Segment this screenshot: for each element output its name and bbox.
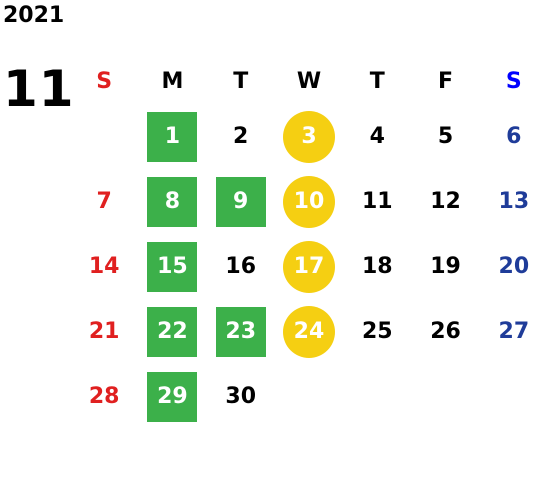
day-cell[interactable]: 4 — [343, 104, 411, 169]
day-number: 17 — [293, 254, 325, 279]
day-number: 30 — [225, 384, 257, 409]
day-number: 8 — [164, 189, 181, 214]
day-cell[interactable]: 6 — [480, 104, 548, 169]
day-number: 10 — [293, 189, 325, 214]
green-square-marker — [147, 371, 198, 422]
day-cell[interactable]: 28 — [70, 364, 138, 429]
day-number: 13 — [498, 189, 530, 214]
day-number: 25 — [361, 319, 393, 344]
day-number: 24 — [293, 319, 325, 344]
day-cell[interactable]: 14 — [70, 234, 138, 299]
green-square-marker — [147, 306, 198, 357]
day-cell[interactable]: 22 — [138, 299, 206, 364]
empty-cell — [275, 364, 343, 429]
day-number: 22 — [157, 319, 188, 344]
day-cell[interactable]: 5 — [411, 104, 479, 169]
day-cell[interactable]: 12 — [411, 169, 479, 234]
day-number: 15 — [157, 254, 188, 279]
day-cell[interactable]: 13 — [480, 169, 548, 234]
day-number: 6 — [506, 124, 522, 149]
week-row: 7 8 9 10 11 12 13 — [70, 169, 548, 234]
weekday-tue: T — [233, 68, 249, 94]
day-cell[interactable]: 15 — [138, 234, 206, 299]
day-number: 14 — [88, 254, 120, 279]
empty-cell — [343, 364, 411, 429]
empty-cell — [411, 364, 479, 429]
year-label: 2021 — [3, 3, 65, 28]
day-cell[interactable]: 10 — [275, 169, 343, 234]
day-number: 28 — [88, 384, 120, 409]
yellow-circle-marker — [282, 175, 335, 228]
day-cell[interactable]: 26 — [411, 299, 479, 364]
green-square-marker — [147, 111, 198, 162]
weekday-mon: M — [161, 68, 184, 94]
day-number: 27 — [498, 319, 530, 344]
green-square-marker — [215, 306, 266, 357]
day-cell[interactable]: 19 — [411, 234, 479, 299]
day-number: 5 — [437, 124, 454, 149]
day-cell[interactable]: 8 — [138, 169, 206, 234]
week-row: 1 2 3 4 5 6 — [70, 104, 548, 169]
day-cell[interactable]: 9 — [207, 169, 275, 234]
day-cell[interactable]: 25 — [343, 299, 411, 364]
day-cell[interactable]: 20 — [480, 234, 548, 299]
day-number: 9 — [233, 189, 249, 214]
green-square-marker — [147, 176, 198, 227]
day-cell[interactable]: 27 — [480, 299, 548, 364]
day-cell[interactable]: 23 — [207, 299, 275, 364]
day-number: 7 — [96, 189, 112, 214]
day-cell[interactable]: 16 — [207, 234, 275, 299]
day-cell[interactable]: 18 — [343, 234, 411, 299]
day-number: 12 — [430, 189, 461, 214]
week-row: 21 22 23 24 25 26 27 — [70, 299, 548, 364]
month-number: 11 — [3, 60, 75, 118]
weekday-thu: T — [369, 68, 385, 94]
day-cell[interactable]: 24 — [275, 299, 343, 364]
weekday-wed: W — [296, 68, 322, 94]
day-number: 19 — [430, 254, 461, 279]
day-number: 1 — [164, 124, 181, 149]
green-square-marker — [147, 241, 198, 292]
day-cell[interactable]: 7 — [70, 169, 138, 234]
day-number: 2 — [233, 124, 249, 149]
empty-cell — [480, 364, 548, 429]
day-number: 18 — [361, 254, 393, 279]
day-number: 3 — [301, 124, 317, 149]
green-square-marker — [215, 176, 266, 227]
day-number: 16 — [225, 254, 257, 279]
yellow-circle-marker — [282, 240, 335, 293]
day-cell[interactable]: 11 — [343, 169, 411, 234]
weekday-sun: S — [96, 68, 113, 94]
day-number: 26 — [430, 319, 461, 344]
day-number: 21 — [88, 319, 120, 344]
weekday-header: S M T W T F S — [70, 58, 548, 104]
day-number: 23 — [225, 319, 257, 344]
day-cell[interactable]: 29 — [138, 364, 206, 429]
weekday-sat: S — [505, 68, 522, 94]
day-number: 20 — [498, 254, 530, 279]
day-number: 11 — [361, 189, 393, 214]
day-number: 4 — [369, 124, 385, 149]
day-cell[interactable]: 17 — [275, 234, 343, 299]
yellow-circle-marker — [282, 110, 335, 163]
day-cell[interactable]: 1 — [138, 104, 206, 169]
day-cell[interactable]: 30 — [207, 364, 275, 429]
weekday-fri: F — [438, 68, 454, 94]
day-cell[interactable]: 2 — [207, 104, 275, 169]
empty-cell — [70, 104, 138, 169]
yellow-circle-marker — [282, 305, 335, 358]
week-row: 14 15 16 17 18 19 20 — [70, 234, 548, 299]
day-cell[interactable]: 3 — [275, 104, 343, 169]
day-number: 29 — [157, 384, 188, 409]
day-cell[interactable]: 21 — [70, 299, 138, 364]
week-row: 28 29 30 — [70, 364, 548, 429]
